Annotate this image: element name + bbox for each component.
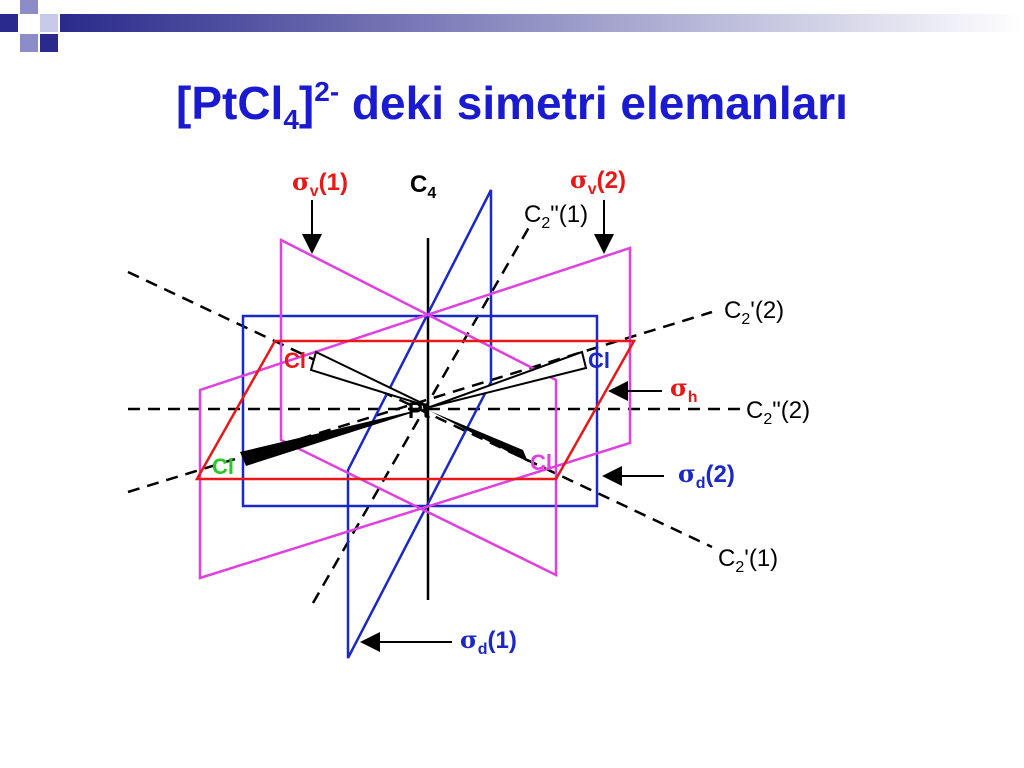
bond-hashed-back-left (309, 350, 431, 408)
label-c2-double-prime-1: C2"(1) (524, 201, 588, 232)
label-c4: C4 (410, 171, 436, 202)
sigma-h-plane (194, 339, 637, 481)
bond-wedge-front-right (430, 411, 528, 462)
logo-square (40, 14, 58, 32)
label-c2-prime-1: C2'(1) (718, 545, 778, 576)
logo-square (40, 34, 58, 52)
logo-square (20, 34, 38, 52)
logo-square (20, 0, 38, 14)
cl-atom-back-right: Cl (588, 348, 610, 373)
c2-double-prime-1-axis (311, 221, 534, 604)
sigma-v2-plane (198, 246, 632, 580)
label-c2-prime-2: C2'(2) (724, 297, 784, 328)
pt-atom-label: Pt (408, 398, 431, 423)
label-c2-double-prime-2: C2"(2) (746, 397, 810, 428)
sigma-d2-plane (241, 314, 599, 508)
cl-atom-front-right: Cl (530, 450, 552, 475)
bond-wedge-front-left (240, 407, 430, 466)
label-sigma-d2: σd(2) (678, 459, 735, 492)
label-sigma-d1: σd(1) (460, 625, 517, 658)
logo-square (0, 14, 18, 32)
label-sigma-h: σh (670, 373, 697, 406)
cl-atom-front-left: Cl (212, 454, 234, 479)
header-gradient-bar (60, 14, 1024, 32)
slide-title: [PtCl4]2- deki simetri elemanları (176, 76, 848, 135)
label-sigma-v1: σv(1) (292, 167, 348, 200)
sigma-v1-plane (279, 237, 558, 578)
label-sigma-v2: σv(2) (570, 165, 626, 198)
slide-logo (0, 0, 1024, 52)
cl-atom-back-left: Cl (284, 348, 306, 373)
bond-hashed-back-right (429, 350, 588, 408)
